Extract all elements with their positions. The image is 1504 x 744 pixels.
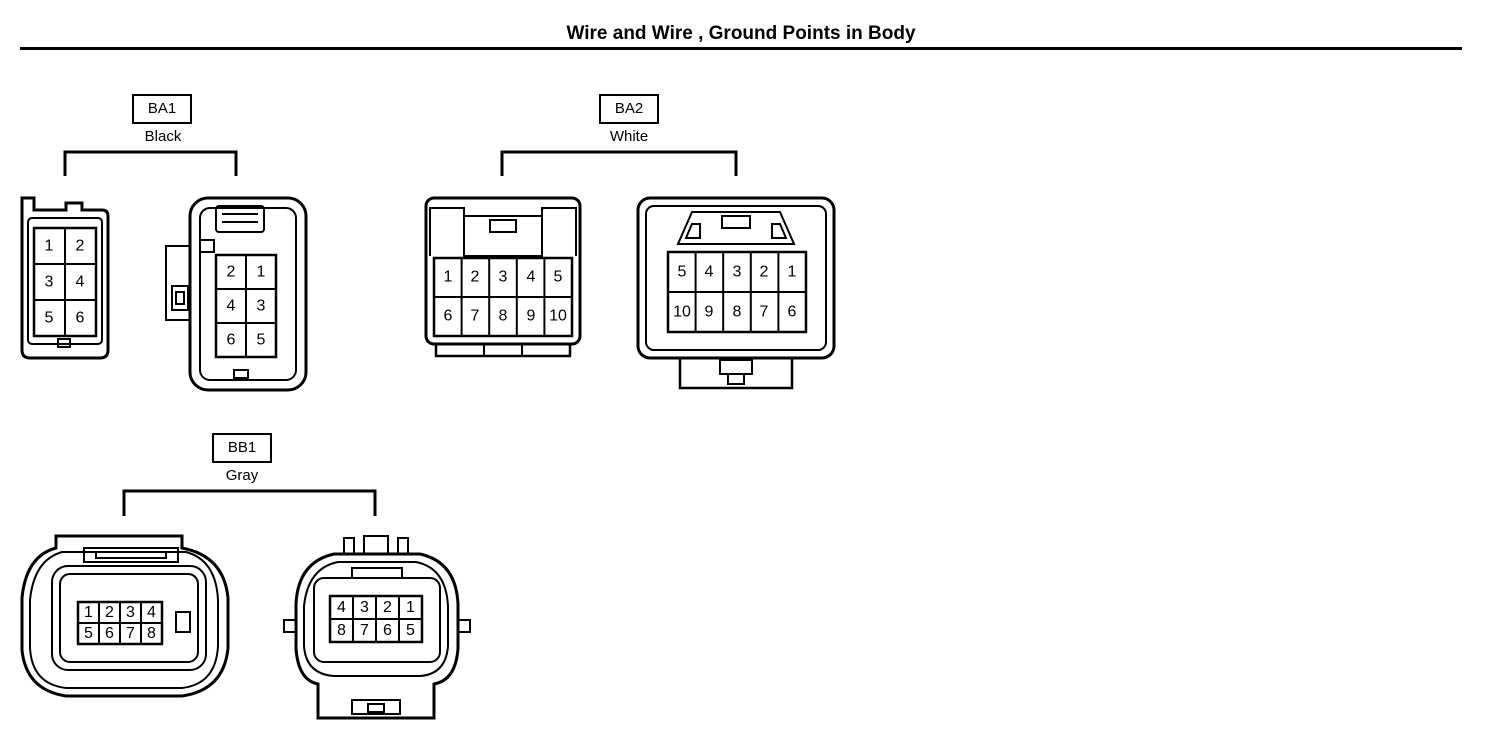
bb1-left-terminal: 2 xyxy=(105,604,114,621)
ba2-right-terminal: 8 xyxy=(733,304,742,321)
ba2-left-terminal: 9 xyxy=(527,308,536,325)
ba1-male-connector xyxy=(165,196,308,392)
ba2-right-terminal: 10 xyxy=(673,304,691,321)
ba1-left-terminal: 6 xyxy=(76,310,85,327)
bb1-right-terminal: 3 xyxy=(360,599,369,616)
ba2-left-terminal: 2 xyxy=(471,269,480,286)
bb1-female-connector xyxy=(20,534,230,698)
ba1-left-terminal: 2 xyxy=(76,238,85,255)
bb1-right-terminal: 4 xyxy=(337,599,346,616)
bb1-left-terminal: 5 xyxy=(84,625,93,642)
bb1-right-terminal: 5 xyxy=(406,622,415,639)
bb1-right-terminal: 8 xyxy=(337,622,346,639)
bb1-left-terminal: 6 xyxy=(105,625,114,642)
ba1-right-terminal: 4 xyxy=(227,298,236,315)
bb1-male-connector xyxy=(283,535,471,720)
connector-code-bb1: BB1 xyxy=(212,433,272,463)
ba1-left-terminal: 4 xyxy=(76,274,85,291)
ba1-right-terminal: 6 xyxy=(227,332,236,349)
ba2-right-terminal: 6 xyxy=(788,304,797,321)
ba2-female-connector xyxy=(424,196,582,358)
ba1-left-terminal: 5 xyxy=(45,310,54,327)
connector-color-ba1: Black xyxy=(144,128,182,145)
bb1-left-terminal: 8 xyxy=(147,625,156,642)
connector-color-ba2: White xyxy=(609,128,649,145)
ba2-right-terminal: 3 xyxy=(733,264,742,281)
bracket-ba2 xyxy=(500,150,738,176)
bb1-right-terminal: 2 xyxy=(383,599,392,616)
ba1-left-terminal: 3 xyxy=(45,274,54,291)
ba2-left-terminal: 1 xyxy=(444,269,453,286)
bb1-right-terminal: 6 xyxy=(383,622,392,639)
bb1-left-terminal: 3 xyxy=(126,604,135,621)
ba2-right-terminal: 7 xyxy=(760,304,769,321)
title-rule xyxy=(20,47,1462,50)
ba2-right-terminal: 2 xyxy=(760,264,769,281)
connector-code-ba1: BA1 xyxy=(132,94,192,124)
ba1-right-terminal: 1 xyxy=(257,264,266,281)
ba2-left-terminal: 10 xyxy=(549,308,567,325)
ba1-female-connector xyxy=(20,196,110,360)
ba2-left-terminal: 4 xyxy=(527,269,536,286)
ba1-right-terminal: 5 xyxy=(257,332,266,349)
bb1-right-terminal: 1 xyxy=(406,599,415,616)
page-title: Wire and Wire , Ground Points in Body xyxy=(566,23,916,44)
ba2-left-terminal: 7 xyxy=(471,308,480,325)
ba1-left-terminal: 1 xyxy=(45,238,54,255)
ba2-right-terminal: 4 xyxy=(705,264,714,281)
connector-color-bb1: Gray xyxy=(225,467,259,484)
ba1-right-terminal: 2 xyxy=(227,264,236,281)
ba2-left-terminal: 8 xyxy=(499,308,508,325)
ba2-right-terminal: 1 xyxy=(788,264,797,281)
ba2-left-terminal: 6 xyxy=(444,308,453,325)
ba2-male-connector xyxy=(636,196,836,390)
ba2-left-terminal: 5 xyxy=(554,269,563,286)
bb1-left-terminal: 7 xyxy=(126,625,135,642)
connector-code-ba2: BA2 xyxy=(599,94,659,124)
bb1-right-terminal: 7 xyxy=(360,622,369,639)
ba2-left-terminal: 3 xyxy=(499,269,508,286)
ba1-right-terminal: 3 xyxy=(257,298,266,315)
ba2-right-terminal: 5 xyxy=(678,264,687,281)
bb1-left-terminal: 1 xyxy=(84,604,93,621)
ba2-right-terminal: 9 xyxy=(705,304,714,321)
bb1-left-terminal: 4 xyxy=(147,604,156,621)
bracket-ba1 xyxy=(63,150,238,176)
bracket-bb1 xyxy=(122,489,377,516)
